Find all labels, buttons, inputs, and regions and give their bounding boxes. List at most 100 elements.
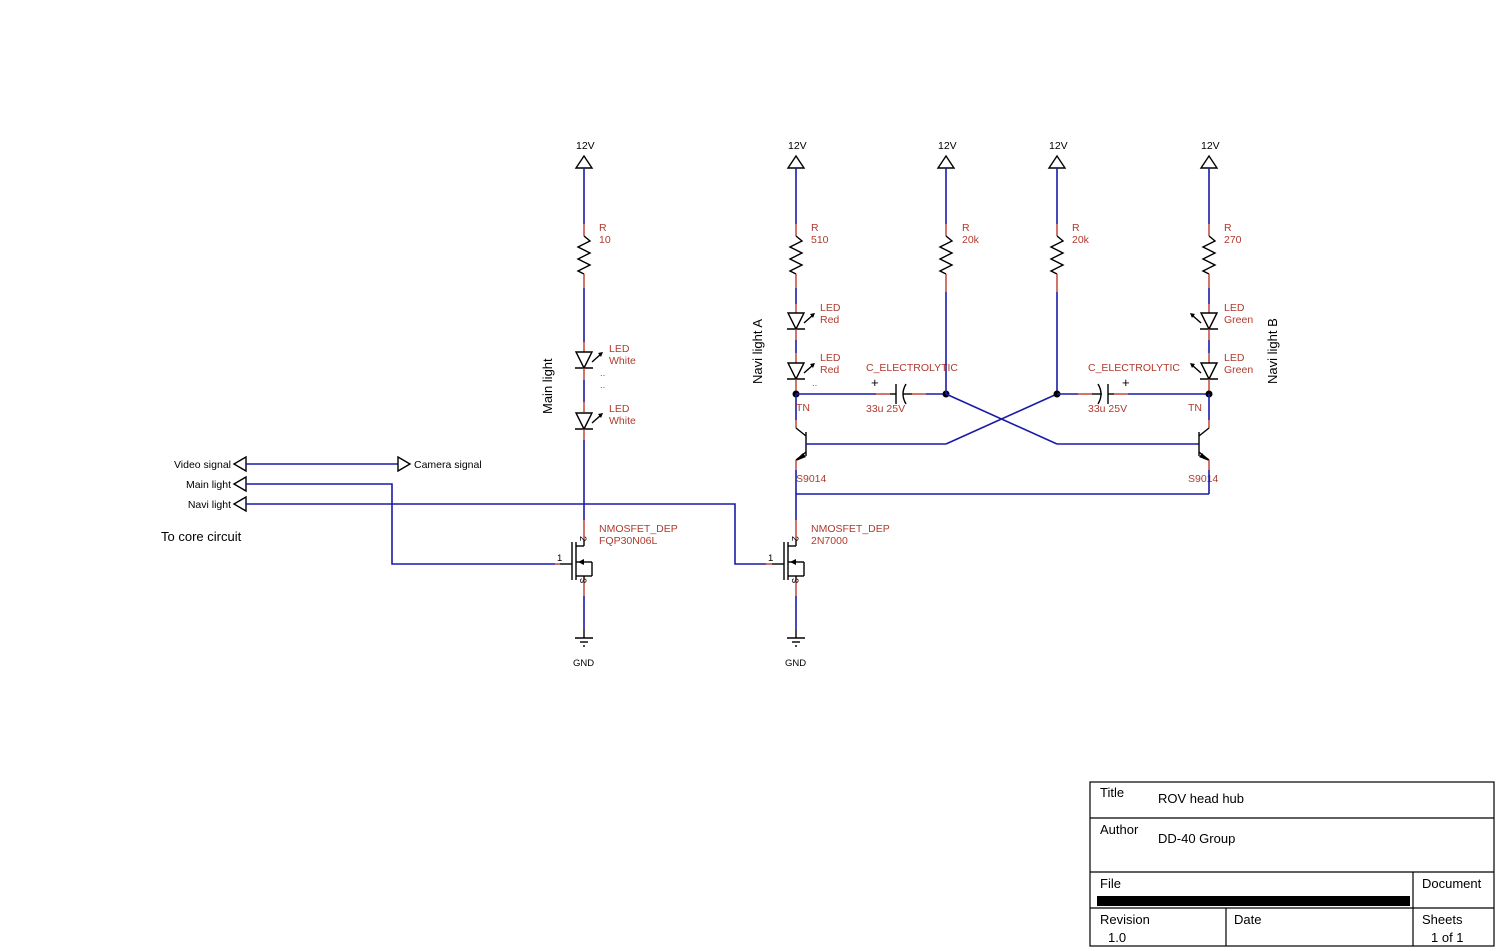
mosfet-2n7000: 1 2 3 NMOSFET_DEP 2N7000 [766,520,890,596]
svg-text:NMOSFET_DEP: NMOSFET_DEP [599,523,678,535]
power-12v-symbol: 12V [1199,140,1220,169]
svg-text:12V: 12V [938,140,957,152]
sheets-value: 1 of 1 [1431,930,1464,945]
navi-light-b-branch: 12V R 270 LED Green LED [1188,140,1280,494]
led-red-1: LED Red [786,302,841,331]
main-light-branch: 12V R 10 LED White .. .. [540,140,678,669]
svg-text:2: 2 [789,536,800,541]
port-main-light: Main light [186,475,247,493]
svg-text:R: R [1072,222,1080,234]
revision-label: Revision [1100,912,1150,927]
svg-text:White: White [609,355,636,367]
svg-text:LED: LED [1224,302,1245,314]
title-value: ROV head hub [1158,791,1244,806]
svg-text:C_ELECTROLYTIC: C_ELECTROLYTIC [1088,362,1180,374]
svg-text:White: White [609,415,636,427]
svg-text:FQP30N06L: FQP30N06L [599,535,658,547]
capacitor-c1: + C_ELECTROLYTIC 33u 25V [866,362,958,415]
port-camera-signal: Camera signal [397,455,482,473]
svg-text:Camera signal: Camera signal [414,459,482,471]
svg-text:+: + [1122,375,1130,390]
svg-text:1: 1 [557,553,562,564]
file-redacted-bar [1097,896,1410,906]
mosfet-fqp30n06l: 1 2 3 NMOSFET_DEP FQP30N06L [555,520,678,596]
svg-text:20k: 20k [1072,234,1090,246]
svg-text:C_ELECTROLYTIC: C_ELECTROLYTIC [866,362,958,374]
svg-text:10: 10 [599,234,611,246]
transistor-s9014-right: TN S9014 [1188,402,1219,485]
port-video-signal: Video signal [174,455,247,473]
svg-text:..: .. [600,368,605,379]
svg-text:LED: LED [820,302,841,314]
svg-text:Video signal: Video signal [174,459,231,471]
svg-text:Green: Green [1224,364,1253,376]
resistor-r-20k-2: 12V R 20k [1047,140,1090,394]
svg-text:12V: 12V [1201,140,1220,152]
svg-text:270: 270 [1224,234,1242,246]
led-green-2: LED Green [1190,352,1253,381]
port-navi-light: Navi light [188,495,247,513]
svg-text:+: + [871,375,879,390]
transistor-s9014-left: TN S9014 [795,402,827,485]
cross-coupling-wires [945,393,1058,445]
svg-text:510: 510 [811,234,829,246]
svg-text:NMOSFET_DEP: NMOSFET_DEP [811,523,890,535]
svg-text:Navi light: Navi light [188,499,231,511]
svg-text:12V: 12V [788,140,807,152]
svg-text:3: 3 [577,578,588,583]
svg-text:S9014: S9014 [796,473,827,485]
ground-symbol: GND [573,630,594,669]
svg-text:R: R [811,222,819,234]
svg-text:TN: TN [796,402,810,414]
resistor-r-270: R 270 [1201,222,1242,275]
net-label-navi-light-b: Navi light B [1265,318,1280,384]
author-value: DD-40 Group [1158,831,1235,846]
net-label-navi-light-a: Navi light A [750,319,765,384]
document-label: Document [1422,876,1482,891]
svg-text:S9014: S9014 [1188,473,1219,485]
svg-text:R: R [962,222,970,234]
power-12v-symbol: 12V [786,140,807,169]
title-label: Title [1100,785,1124,800]
author-label: Author [1100,822,1139,837]
revision-value: 1.0 [1108,930,1126,945]
navi-light-a-branch: 12V R 510 LED Red LED Re [750,140,1209,669]
label-to-core-circuit: To core circuit [161,529,242,544]
svg-text:R: R [599,222,607,234]
title-block: Title ROV head hub Author DD-40 Group Fi… [1089,781,1495,947]
svg-text:GND: GND [573,658,594,669]
svg-text:LED: LED [820,352,841,364]
svg-text:3: 3 [789,578,800,583]
led-green-1: LED Green [1190,302,1253,331]
svg-text:12V: 12V [576,140,595,152]
svg-text:LED: LED [609,403,630,415]
svg-text:Green: Green [1224,314,1253,326]
file-label: File [1100,876,1121,891]
svg-text:33u 25V: 33u 25V [1088,403,1127,415]
capacitor-c2: + C_ELECTROLYTIC 33u 25V [1078,362,1180,415]
svg-text:R: R [1224,222,1232,234]
power-12v-symbol: 12V [574,140,595,169]
svg-text:..: .. [600,380,605,391]
svg-text:20k: 20k [962,234,980,246]
sheets-label: Sheets [1422,912,1463,927]
svg-text:Red: Red [820,314,839,326]
svg-text:33u 25V: 33u 25V [866,403,905,415]
svg-text:TN: TN [1188,402,1202,414]
led-white-1: LED White .. .. [574,343,636,391]
resistor-r-20k-1: 12V R 20k [936,140,980,394]
led-red-2: LED Red .. [786,352,841,389]
svg-text:2: 2 [577,536,588,541]
resistor-r-10: R 10 [576,222,611,275]
svg-text:2N7000: 2N7000 [811,535,848,547]
svg-text:LED: LED [1224,352,1245,364]
date-label: Date [1234,912,1261,927]
svg-text:1: 1 [768,553,773,564]
svg-text:LED: LED [609,343,630,355]
svg-text:..: .. [812,378,817,389]
svg-text:12V: 12V [1049,140,1068,152]
svg-text:GND: GND [785,658,806,669]
resistor-r-510: R 510 [788,222,829,275]
ground-symbol: GND [785,630,806,669]
